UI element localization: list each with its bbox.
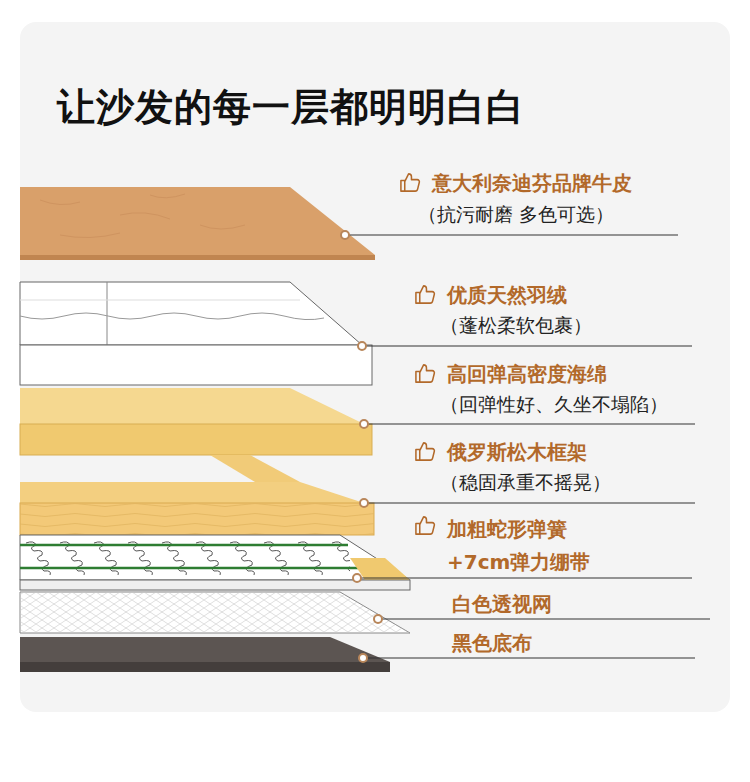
layer-note: （回弹性好、久坐不塌陷）: [440, 392, 668, 416]
layer-name: 黑色底布: [452, 631, 532, 655]
layer-note: （稳固承重不摇晃）: [440, 470, 611, 494]
layer-note: （蓬松柔软包裹）: [440, 313, 592, 337]
pine-frame-layer: [20, 455, 374, 535]
layer-name: 白色透视网: [452, 592, 552, 616]
down-layer: [20, 282, 372, 385]
layer-name: 高回弹高密度海绵: [447, 362, 607, 386]
spring-layer: [20, 535, 410, 590]
thumbs-up-icons: [401, 174, 434, 534]
white-mesh-layer: [20, 592, 410, 633]
layer-name: 优质天然羽绒: [447, 283, 567, 307]
layer-note: （抗污耐磨 多色可选）: [418, 202, 614, 226]
layer-name: 加粗蛇形弹簧 +7cm弹力绷带: [447, 513, 597, 579]
foam-layer: [20, 388, 372, 455]
leather-layer: [20, 187, 375, 260]
black-cloth-layer: [20, 637, 390, 672]
layer-name: 意大利奈迪芬品牌牛皮: [432, 171, 632, 195]
leader-lines: [349, 235, 710, 658]
leader-dots: [341, 231, 382, 662]
page-title: 让沙发的每一层都明明白白: [57, 82, 525, 133]
layer-name: 俄罗斯松木框架: [447, 440, 587, 464]
card-background: [20, 22, 730, 712]
